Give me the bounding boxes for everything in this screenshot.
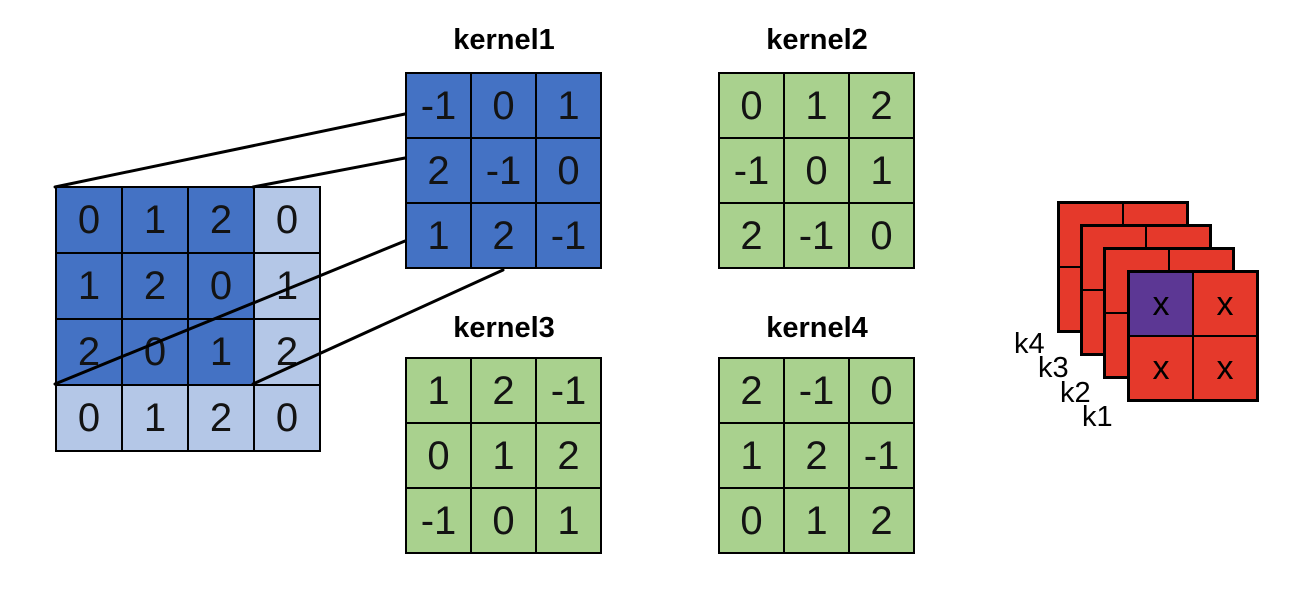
projection-line-bottom-right (251, 268, 505, 386)
kernel2-cell-r0c0: 0 (719, 73, 784, 138)
input-cell-r3c2: 2 (188, 385, 254, 451)
kernel2-cell-r0c1: 1 (784, 73, 849, 138)
kernel3-cell-r0c1: 2 (471, 358, 536, 423)
kernel4-cell-r0c0: 2 (719, 358, 784, 423)
input-cell-r2c3: 2 (254, 319, 320, 385)
kernel1-title: kernel1 (453, 24, 555, 56)
kernel3-cell-r0c2: -1 (536, 358, 601, 423)
kernel2-cell-r0c2: 2 (849, 73, 914, 138)
stack-label-k1: k1 (1082, 401, 1113, 433)
input-cell-r0c2: 2 (188, 187, 254, 253)
kernel3-cell-r2c2: 1 (536, 488, 601, 553)
kernel4-cell-r1c1: 2 (784, 423, 849, 488)
kernel2-cell-r1c0: -1 (719, 138, 784, 203)
input-cell-r0c1: 1 (122, 187, 188, 253)
kernel4-cell-r2c2: 2 (849, 488, 914, 553)
stack-label-k4: k4 (1014, 328, 1045, 360)
kernel2-cell-r2c1: -1 (784, 203, 849, 268)
kernel2-cell-r2c0: 2 (719, 203, 784, 268)
kernel3-title: kernel3 (453, 312, 555, 344)
input-cell-r1c0: 1 (56, 253, 122, 319)
kernel2-cell-r2c2: 0 (849, 203, 914, 268)
k1-cell-r1c0: x (1129, 336, 1193, 400)
kernel3-cell-r0c0: 1 (406, 358, 471, 423)
projection-line-top-right (251, 156, 407, 189)
kernel4-cell-r2c0: 0 (719, 488, 784, 553)
kernel4-title: kernel4 (766, 312, 868, 344)
stack-label-k2: k2 (1060, 377, 1091, 409)
kernel4-cell-r1c2: -1 (849, 423, 914, 488)
stack-label-k3: k3 (1038, 352, 1069, 384)
kernel2-title: kernel2 (766, 24, 868, 56)
kernel3-cell-r1c2: 2 (536, 423, 601, 488)
input-cell-r2c0: 2 (56, 319, 122, 385)
input-cell-r0c3: 0 (254, 187, 320, 253)
kernel1-cell-r0c1: 0 (471, 73, 536, 138)
projection-line-bottom-left (53, 239, 407, 386)
k1-cell-r1c1: x (1193, 336, 1257, 400)
kernel3-cell-r2c0: -1 (406, 488, 471, 553)
input-cell-r0c0: 0 (56, 187, 122, 253)
k1-cell-r0c1: x (1193, 272, 1257, 336)
kernel1-cell-r2c2: -1 (536, 203, 601, 268)
kernel1-cell-r1c0: 2 (406, 138, 471, 203)
kernel4-cell-r1c0: 1 (719, 423, 784, 488)
input-cell-r2c2: 1 (188, 319, 254, 385)
kernel1-cell-r2c1: 2 (471, 203, 536, 268)
kernel4-cell-r0c2: 0 (849, 358, 914, 423)
kernel2-cell-r1c2: 1 (849, 138, 914, 203)
kernel4-cell-r0c1: -1 (784, 358, 849, 423)
input-cell-r1c2: 0 (188, 253, 254, 319)
kernel4-cell-r2c1: 1 (784, 488, 849, 553)
input-cell-r1c1: 2 (122, 253, 188, 319)
kernel1-cell-r1c1: -1 (471, 138, 536, 203)
kernel3-cell-r1c1: 1 (471, 423, 536, 488)
input-cell-r3c0: 0 (56, 385, 122, 451)
kernel2-cell-r1c1: 0 (784, 138, 849, 203)
input-cell-r1c3: 1 (254, 253, 320, 319)
kernel1-cell-r0c0: -1 (406, 73, 471, 138)
kernel1-cell-r2c0: 1 (406, 203, 471, 268)
input-cell-r3c3: 0 (254, 385, 320, 451)
kernel3-cell-r2c1: 0 (471, 488, 536, 553)
k1-cell-r0c0: x (1129, 272, 1193, 336)
kernel3-cell-r1c0: 0 (406, 423, 471, 488)
kernel1-cell-r0c2: 1 (536, 73, 601, 138)
input-cell-r3c1: 1 (122, 385, 188, 451)
projection-line-top-left (53, 112, 407, 189)
kernel1-cell-r1c2: 0 (536, 138, 601, 203)
